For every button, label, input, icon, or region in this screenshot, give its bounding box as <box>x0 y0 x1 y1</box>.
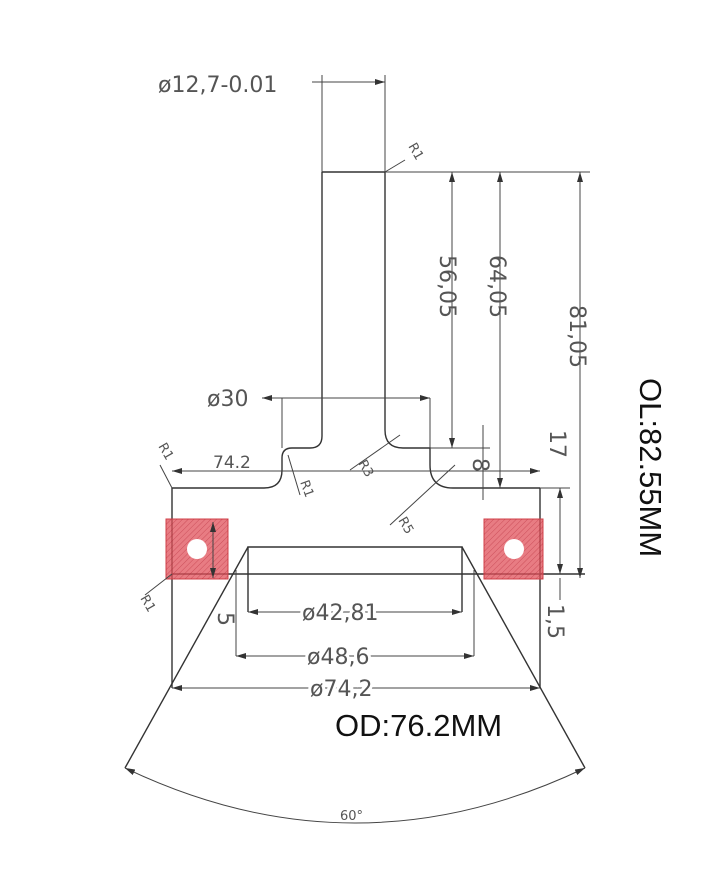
outer-diameter-label: ø74,2 <box>310 677 372 702</box>
right-mounting-pad <box>483 518 544 580</box>
mounting-hole <box>187 539 207 559</box>
mounting-hole <box>504 539 524 559</box>
dimension-lines <box>124 75 590 824</box>
dim-56-label: 56,05 <box>434 255 459 318</box>
od-callout: OD:76.2MM <box>335 708 502 743</box>
radius-label: R5 <box>395 515 417 537</box>
dim-5-label: 5 <box>212 612 237 626</box>
dim-8-label: 8 <box>467 458 492 472</box>
inner-diameter-2-label: ø48,6 <box>307 645 369 670</box>
dim-81-label: 81,05 <box>564 305 589 368</box>
ol-callout: OL:82.55MM <box>633 378 668 557</box>
part-outline <box>124 171 586 769</box>
inner-diameter-1-label: ø42,81 <box>302 601 378 626</box>
radius-label: R3 <box>355 458 377 480</box>
radius-label: R1 <box>405 141 427 163</box>
radius-label: R1 <box>296 478 316 499</box>
flange-diameter-label: ø30 <box>207 387 248 412</box>
stem-diameter-label: ø12,7-0.01 <box>158 73 277 98</box>
radius-label: R1 <box>155 441 177 463</box>
angle-label: 60° <box>340 809 363 824</box>
radius-label: R1 <box>137 593 159 615</box>
left-mounting-pad <box>165 518 229 580</box>
dim-17-label: 17 <box>544 430 569 458</box>
dim-1-5-label: 1,5 <box>542 604 567 639</box>
dim-64-label: 64,05 <box>484 255 509 318</box>
width-74-label: 74.2 <box>213 453 251 473</box>
